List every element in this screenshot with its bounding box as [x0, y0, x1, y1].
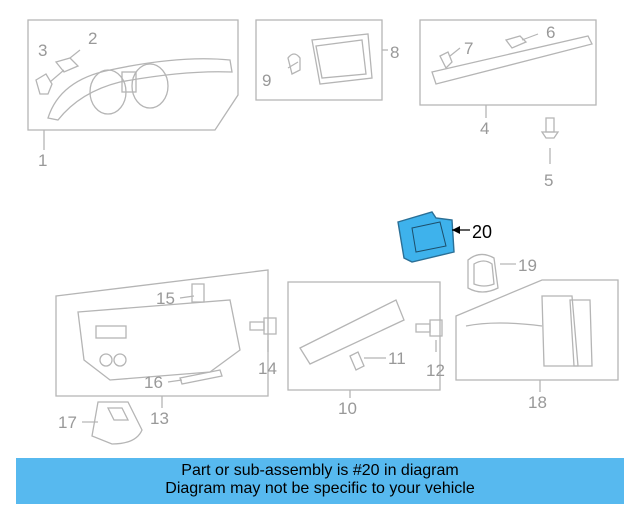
group-8-display-bezel [255, 19, 388, 101]
group-14-bolt [249, 317, 277, 352]
callout-19: 19 [518, 256, 537, 275]
callout-15: 15 [156, 289, 175, 308]
callout-3: 3 [38, 41, 47, 60]
callout-4: 4 [480, 119, 489, 138]
callout-8: 8 [390, 43, 399, 62]
callout-5: 5 [544, 171, 553, 190]
group-13-lower-panel [55, 269, 269, 408]
callout-18: 18 [528, 393, 547, 412]
callout-13: 13 [150, 409, 169, 428]
info-banner: Part or sub-assembly is #20 in diagram D… [16, 458, 624, 504]
group-5-push-clip [540, 117, 560, 164]
group-19-cover [467, 253, 499, 293]
parts-diagram: 1 2 3 4 5 6 7 8 9 10 11 12 13 14 15 16 1… [27, 19, 619, 445]
callout-17: 17 [58, 413, 77, 432]
callout-7: 7 [464, 39, 473, 58]
callout-16: 16 [144, 373, 163, 392]
group-17-bracket [91, 401, 143, 445]
callout-14: 14 [258, 359, 277, 378]
part-20-highlighted[interactable] [397, 211, 470, 263]
group-4-trim-strip [419, 19, 597, 118]
group-10-duct [287, 281, 441, 398]
banner-line-1: Part or sub-assembly is #20 in diagram [181, 462, 459, 479]
callout-6: 6 [546, 23, 555, 42]
callout-10: 10 [338, 399, 357, 418]
group-18-assembly [455, 279, 619, 392]
banner-line-2: Diagram may not be specific to your vehi… [165, 480, 475, 497]
callout-9: 9 [262, 71, 271, 90]
callout-20[interactable]: 20 [472, 222, 492, 242]
callout-12: 12 [426, 361, 445, 380]
group-12-bolt [415, 319, 443, 352]
group-1-instrument-bezel [27, 19, 239, 150]
callout-2: 2 [88, 29, 97, 48]
callout-1: 1 [38, 151, 47, 170]
callout-11: 11 [388, 349, 406, 368]
